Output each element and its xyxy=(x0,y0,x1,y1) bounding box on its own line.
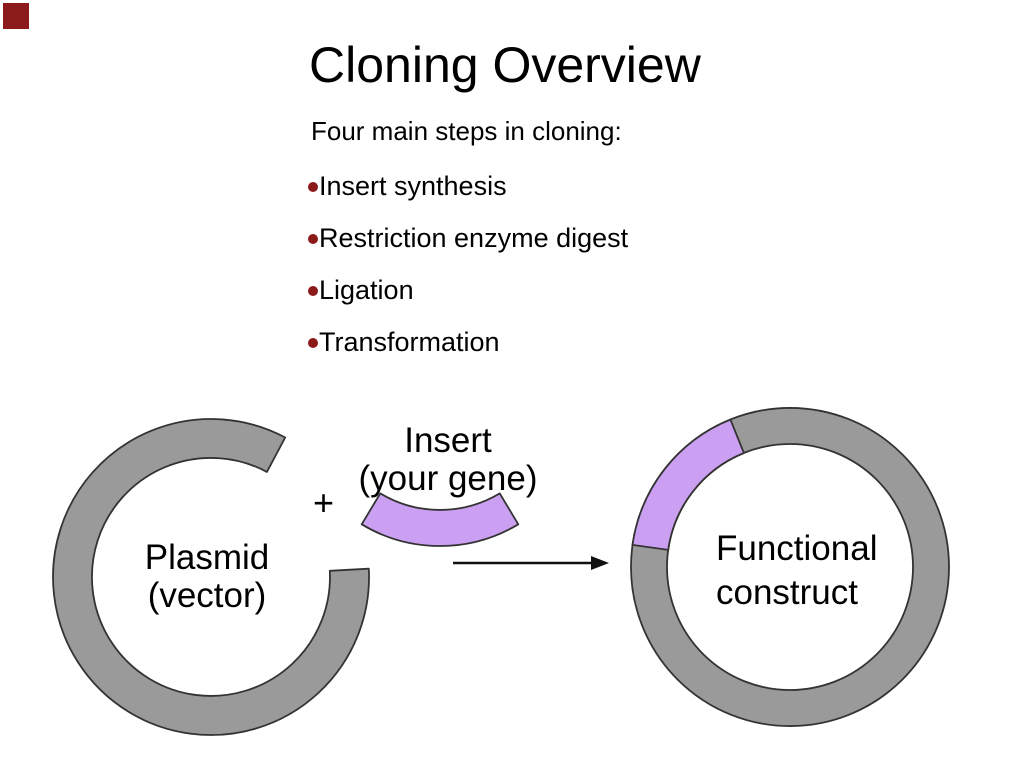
functional-construct-label: Functional construct xyxy=(716,527,877,615)
bullet-item: Ligation xyxy=(308,277,628,329)
bullet-item: Restriction enzyme digest xyxy=(308,225,628,277)
bullet-item-label: Ligation xyxy=(319,275,414,305)
insert-label-line2: (your gene) xyxy=(358,459,538,498)
corner-accent-square xyxy=(3,3,29,29)
plus-sign: + xyxy=(313,482,335,523)
reaction-arrow-icon xyxy=(453,556,609,570)
bullet-item-label: Insert synthesis xyxy=(319,171,507,201)
result-label-line2: construct xyxy=(716,573,858,612)
construct-insert-segment-shape xyxy=(631,418,745,551)
insert-label: Insert (your gene) xyxy=(337,422,559,498)
plasmid-label-line1: Plasmid xyxy=(144,538,270,577)
bullet-dot-icon xyxy=(308,182,318,192)
bullet-item-label: Restriction enzyme digest xyxy=(319,223,629,253)
bullet-list-intro: Four main steps in cloning: xyxy=(311,116,622,146)
insert-arc-shape xyxy=(360,492,520,547)
bullet-dot-icon xyxy=(308,286,318,296)
bullet-item: Transformation xyxy=(308,329,628,381)
result-label-line1: Functional xyxy=(716,529,878,568)
bullet-item-label: Transformation xyxy=(319,327,500,357)
bullet-dot-icon xyxy=(308,234,318,244)
plasmid-ring-shape xyxy=(52,418,370,736)
bullet-list: Insert synthesis Restriction enzyme dige… xyxy=(308,173,628,381)
insert-label-line1: Insert xyxy=(404,421,492,460)
plasmid-label: Plasmid (vector) xyxy=(104,539,310,615)
construct-ring-shape xyxy=(630,407,950,727)
slide-title: Cloning Overview xyxy=(309,37,701,93)
bullet-dot-icon xyxy=(308,338,318,348)
plasmid-label-line2: (vector) xyxy=(147,576,267,615)
bullet-item: Insert synthesis xyxy=(308,173,628,225)
